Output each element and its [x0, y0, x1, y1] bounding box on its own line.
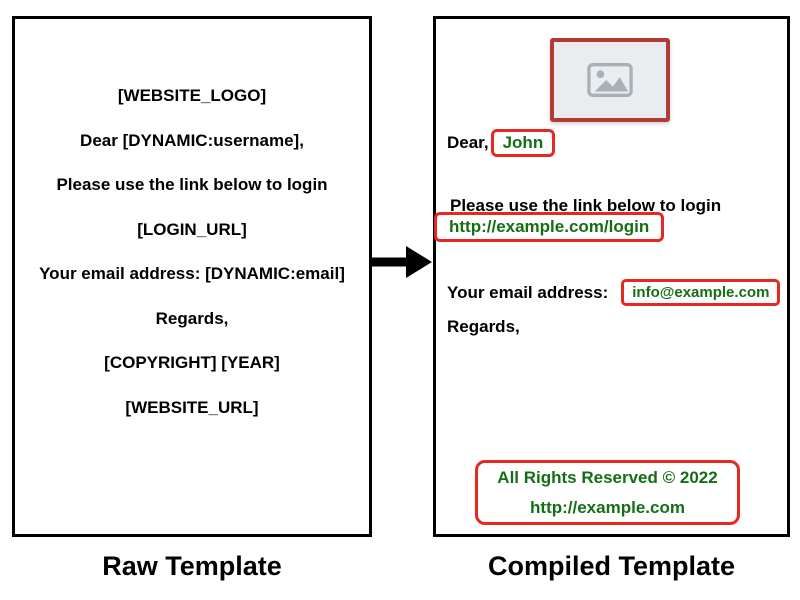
- raw-line-login-url: [LOGIN_URL]: [137, 219, 247, 239]
- email-value-chip: info@example.com: [621, 279, 781, 306]
- raw-line-email: Your email address: [DYNAMIC:email]: [39, 264, 345, 283]
- website-logo-placeholder: [550, 38, 670, 122]
- raw-line-greeting: Dear [DYNAMIC:username],: [80, 130, 304, 150]
- email-label: Your email address:: [447, 282, 609, 302]
- login-url-value-chip: http://example.com/login: [434, 212, 665, 242]
- raw-line-website-url: [WEBSITE_URL]: [125, 397, 259, 417]
- compiled-login-url-line: http://example.com/login: [434, 212, 665, 242]
- raw-line-instruction: Please use the link below to login: [56, 175, 328, 194]
- username-value-chip: John: [490, 129, 556, 157]
- raw-line-website-logo: [WEBSITE_LOGO]: [117, 86, 267, 105]
- compiled-email-line: Your email address: info@example.com: [447, 279, 781, 306]
- raw-template-box: [WEBSITE_LOGO] Dear [DYNAMIC:username], …: [12, 16, 372, 537]
- image-icon: [587, 62, 633, 98]
- compiled-login-instruction: Please use the link below to login: [450, 196, 722, 215]
- compiled-template-caption: Compiled Template: [487, 551, 736, 581]
- compiled-greeting-line: Dear, John: [447, 129, 556, 157]
- raw-line-regards: Regards,: [155, 308, 229, 328]
- raw-line-copyright-year: [COPYRIGHT] [YEAR]: [104, 353, 280, 372]
- raw-template-caption: Raw Template: [102, 551, 282, 581]
- right-arrow-icon: [370, 246, 432, 278]
- compiled-template-box: Dear, John Please use the link below to …: [433, 16, 790, 537]
- copyright-line: All Rights Reserved © 2022: [497, 467, 718, 487]
- website-url-line: http://example.com: [530, 497, 685, 517]
- copyright-value-chip: All Rights Reserved © 2022 http://exampl…: [475, 460, 740, 525]
- greeting-prefix: Dear,: [447, 133, 489, 152]
- compiled-signoff: Regards,: [447, 317, 520, 336]
